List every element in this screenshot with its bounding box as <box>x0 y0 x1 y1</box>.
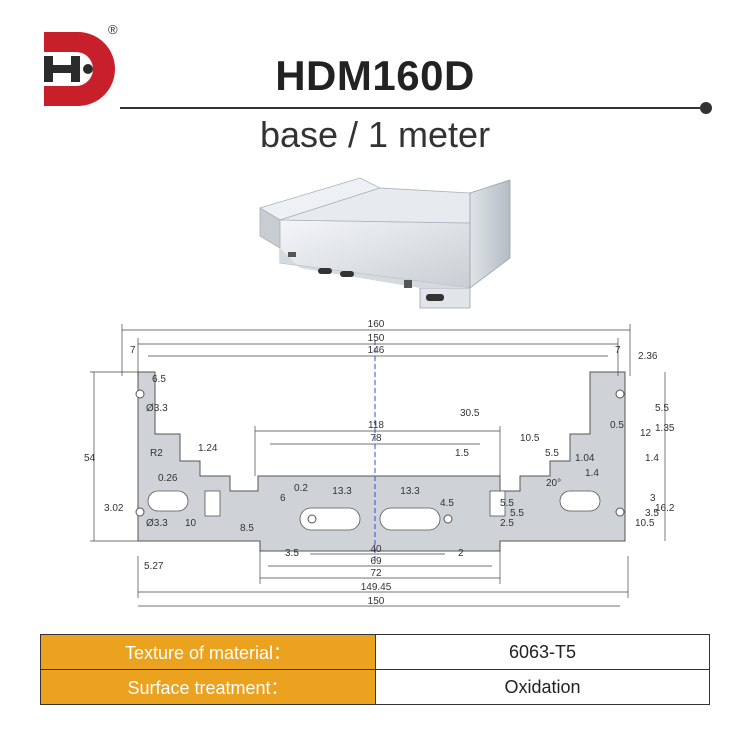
dim-3-02: 3.02 <box>104 503 124 514</box>
dim-5-5-right: 5.5 <box>655 403 669 414</box>
dim-2: 2 <box>458 548 464 559</box>
dim-8-5: 8.5 <box>240 523 254 534</box>
dim-3-5: 3.5 <box>285 548 299 559</box>
product-render-image <box>259 177 511 309</box>
technical-drawing: 160 150 146 7 7 2.36 6.5 Ø3.3 54 118 78 … <box>84 319 675 607</box>
dim-1-4-a: 1.4 <box>645 453 659 464</box>
product-subtitle: base / 1 meter <box>259 114 491 155</box>
dim-2-5: 2.5 <box>500 518 514 529</box>
dim-dia-3-3-bottom: Ø3.3 <box>146 518 168 529</box>
spec-label: Surface treatment： <box>40 669 376 705</box>
spec-row: Surface treatment： Oxidation <box>40 669 710 705</box>
spec-row: Texture of material： 6063-T5 <box>40 634 710 670</box>
dim-1-4-b: 1.4 <box>585 468 599 479</box>
dim-72: 72 <box>370 568 382 579</box>
dim-54: 54 <box>84 453 96 464</box>
dim-3: 3 <box>650 493 656 504</box>
dim-7-left: 7 <box>130 345 136 356</box>
dim-0-5: 0.5 <box>610 420 624 431</box>
product-title: HDM160D <box>275 52 475 99</box>
dim-0-2: 0.2 <box>294 483 308 494</box>
dim-69: 69 <box>370 556 382 567</box>
dim-5-5-mid2: 5.5 <box>510 508 524 519</box>
dim-3-5-right: 3.5 <box>645 508 659 519</box>
registered-mark: ® <box>108 22 118 37</box>
dim-1-24: 1.24 <box>198 443 218 454</box>
spec-value: Oxidation <box>375 669 710 705</box>
dim-dia-3-3-top: Ø3.3 <box>146 403 168 414</box>
dim-16-2: 16.2 <box>655 503 675 514</box>
dim-6: 6 <box>280 493 286 504</box>
dim-4-5: 4.5 <box>440 498 454 509</box>
dim-6-5: 6.5 <box>152 374 166 385</box>
dim-10: 10 <box>185 518 197 529</box>
dim-12: 12 <box>640 428 652 439</box>
dim-13-3-a: 13.3 <box>332 486 352 497</box>
dim-78: 78 <box>370 433 382 444</box>
dim-10-5-right: 10.5 <box>635 518 655 529</box>
dim-5-27: 5.27 <box>144 561 164 572</box>
spec-label: Texture of material： <box>40 634 376 670</box>
dim-r2: R2 <box>150 448 163 459</box>
dim-0-26: 0.26 <box>158 473 178 484</box>
dim-118: 118 <box>368 420 384 431</box>
rule-end-dot <box>700 102 712 114</box>
dim-10-5: 10.5 <box>520 433 540 444</box>
dim-150-top: 150 <box>368 333 385 344</box>
dim-30-5: 30.5 <box>460 408 480 419</box>
dim-1-35: 1.35 <box>655 423 675 434</box>
dim-5-5-top: 5.5 <box>545 448 559 459</box>
title-rule <box>120 107 706 109</box>
dim-13-3-b: 13.3 <box>400 486 420 497</box>
dim-1-5: 1.5 <box>455 448 469 459</box>
spec-table: Texture of material： 6063-T5 Surface tre… <box>40 634 710 705</box>
spec-value: 6063-T5 <box>375 634 710 670</box>
dim-160: 160 <box>368 319 385 330</box>
dim-40: 40 <box>370 544 382 555</box>
dim-5-5-mid: 5.5 <box>500 498 514 509</box>
dim-149-45: 149.45 <box>361 582 392 593</box>
dim-146: 146 <box>368 345 385 356</box>
brand-logo <box>44 32 115 106</box>
dim-7-right: 7 <box>615 345 621 356</box>
dim-1-04: 1.04 <box>575 453 595 464</box>
dim-2-36: 2.36 <box>638 351 658 362</box>
dim-150-bottom: 150 <box>368 596 385 607</box>
dim-20-deg: 20° <box>546 478 561 489</box>
